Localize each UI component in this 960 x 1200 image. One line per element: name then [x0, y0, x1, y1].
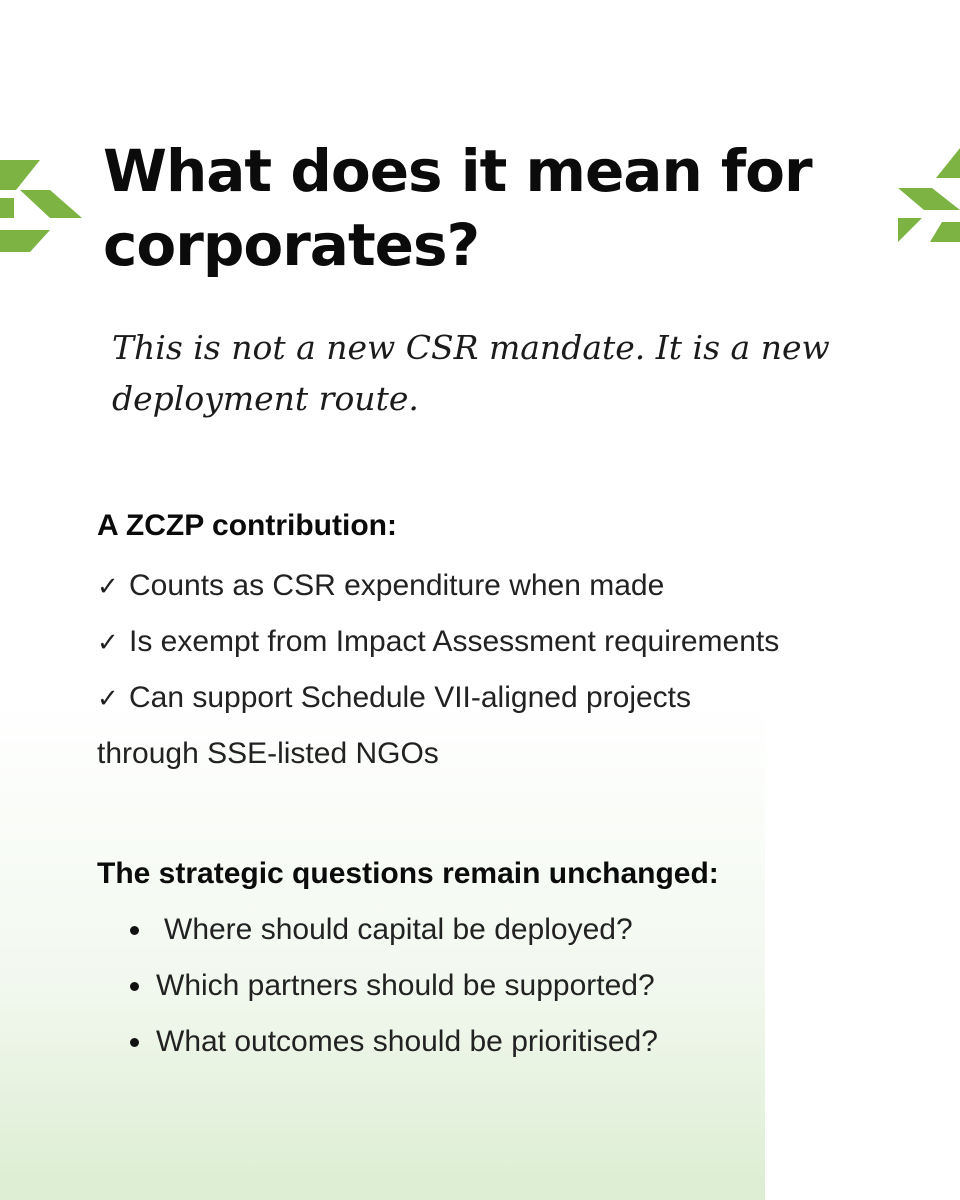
check-icon: ✓	[97, 683, 119, 713]
strategic-heading: The strategic questions remain unchanged…	[97, 857, 719, 890]
bullet-icon	[130, 982, 139, 991]
list-item: Where should capital be deployed?	[130, 902, 658, 958]
bullet-icon	[130, 1038, 139, 1047]
strategic-list: Where should capital be deployed? Which …	[130, 902, 658, 1070]
list-item: What outcomes should be prioritised?	[130, 1014, 658, 1070]
contribution-list: ✓Counts as CSR expenditure when made ✓Is…	[97, 558, 897, 782]
subtitle: This is not a new CSR mandate. It is a n…	[112, 328, 830, 418]
list-item: ✓Can support Schedule VII-aligned projec…	[97, 670, 787, 782]
check-icon: ✓	[97, 571, 119, 601]
contribution-heading: A ZCZP contribution:	[97, 509, 397, 542]
green-chevron-logo-icon	[0, 160, 82, 252]
bullet-icon	[130, 926, 139, 935]
background-gradient	[0, 700, 765, 1200]
list-item: ✓Counts as CSR expenditure when made	[97, 558, 897, 614]
list-item: ✓Is exempt from Impact Assessment requir…	[97, 614, 897, 670]
check-icon: ✓	[97, 627, 119, 657]
green-chevron-logo-icon	[898, 148, 960, 242]
list-item: Which partners should be supported?	[130, 958, 658, 1014]
page-title: What does it mean for corporates?	[103, 137, 813, 279]
